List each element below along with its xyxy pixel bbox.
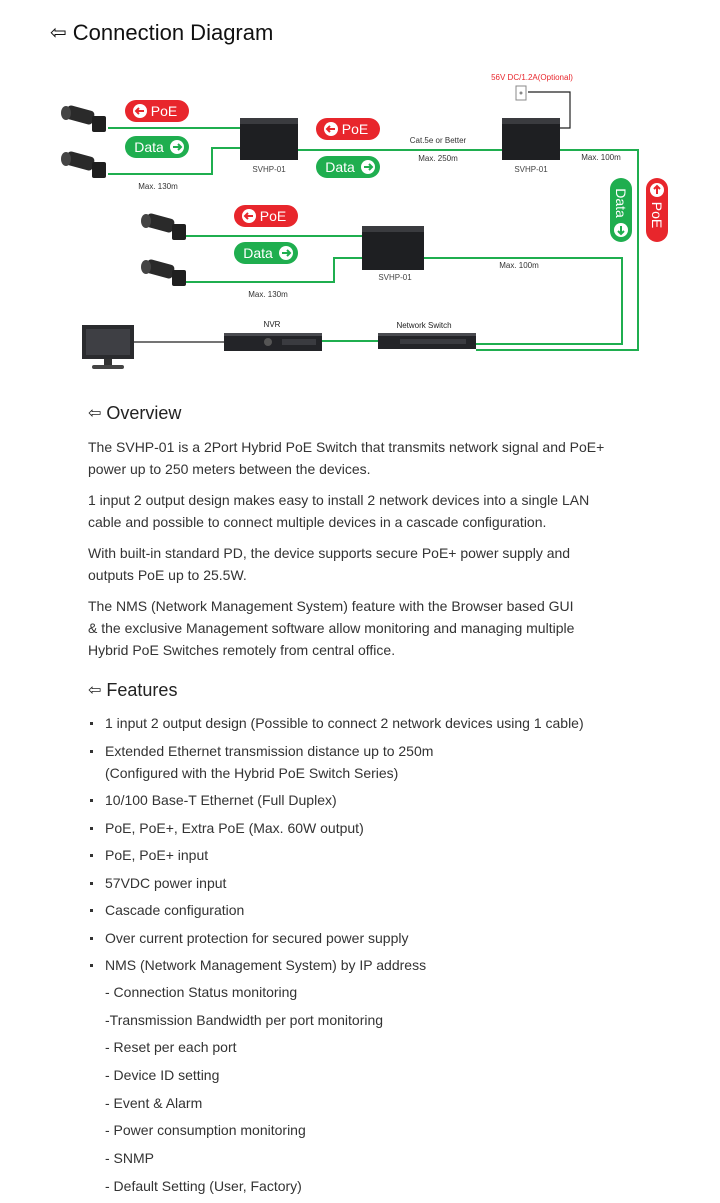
feature-text: PoE, PoE+, Extra PoE (Max. 60W output)	[105, 819, 364, 836]
data-label: Data	[613, 188, 629, 218]
camera-icon	[141, 213, 186, 240]
list-item: PoE, PoE+ input	[88, 844, 668, 866]
distance-label: Max. 100m	[581, 153, 621, 162]
features-title: ⇦ Features	[88, 680, 177, 701]
data-label: Data	[325, 159, 355, 175]
cable-label: Cat.5e or Better	[410, 136, 467, 145]
data-badge: Data	[125, 136, 189, 158]
feature-text: Cascade configuration	[105, 902, 245, 918]
device-label: SVHP-01	[378, 273, 412, 282]
poe-label: PoE	[649, 202, 665, 228]
data-badge: Data	[234, 242, 298, 264]
data-label: Data	[243, 245, 273, 261]
list-item: NMS (Network Management System) by IP ad…	[88, 954, 668, 976]
feature-text: Over current protection for secured powe…	[105, 929, 409, 946]
paragraph-line: power up to 250 meters between the devic…	[88, 461, 371, 477]
sub-list-item: - Connection Status monitoring	[105, 984, 298, 1000]
distance-label: Max. 130m	[248, 290, 288, 299]
data-badge: Data	[316, 156, 380, 178]
nms-sub-list: - Connection Status monitoring -Transmis…	[88, 981, 668, 1203]
power-adapter-icon	[515, 85, 527, 101]
distance-label: Max. 250m	[418, 154, 458, 163]
list-item: Cascade configuration	[88, 899, 668, 921]
poe-badge: PoE	[125, 100, 189, 122]
device-label: SVHP-01	[514, 165, 548, 174]
distance-label: Max. 100m	[499, 261, 539, 270]
overview-paragraph: The NMS (Network Management System) feat…	[88, 595, 658, 661]
cable	[424, 257, 623, 345]
nvr-device	[224, 333, 322, 351]
list-item: 57VDC power input	[88, 872, 668, 894]
nvr-label: NVR	[264, 320, 281, 329]
arrow-left-icon: ⇦	[50, 22, 67, 44]
switch-label: Network Switch	[396, 321, 451, 330]
overview-paragraph: The SVHP-01 is a 2Port Hybrid PoE Switch…	[88, 436, 658, 480]
camera-icon	[61, 151, 106, 178]
arrow-left-icon: ⇦	[88, 681, 102, 699]
list-item: PoE, PoE+, Extra PoE (Max. 60W output)	[88, 817, 668, 839]
paragraph-line: The SVHP-01 is a 2Port Hybrid PoE Switch…	[88, 439, 605, 455]
power-cable	[528, 91, 571, 129]
list-item: 10/100 Base-T Ethernet (Full Duplex)	[88, 789, 668, 811]
poe-badge: PoE	[234, 205, 298, 227]
paragraph-line: With built-in standard PD, the device su…	[88, 545, 571, 561]
network-switch-device	[378, 333, 476, 349]
svhp-device	[362, 226, 424, 270]
svhp-device	[502, 118, 560, 160]
poe-label: PoE	[260, 208, 286, 224]
cables	[108, 91, 639, 351]
overview-paragraph: With built-in standard PD, the device su…	[88, 542, 658, 586]
paragraph-line: outputs PoE up to 25.5W.	[88, 567, 247, 583]
power-label: 56V DC/1.2A(Optional)	[491, 73, 573, 82]
sub-list-item: - Reset per each port	[105, 1039, 237, 1056]
device-label: SVHP-01	[252, 165, 286, 174]
connection-diagram: SVHP-01 SVHP-01 SVHP-01 56V DC/1.2A(Opti…	[61, 73, 668, 369]
feature-text: 57VDC power input	[105, 874, 227, 891]
overview-title: ⇦ Overview	[88, 403, 181, 424]
paragraph-line: 1 input 2 output design makes easy to in…	[88, 492, 590, 508]
poe-badge: PoE	[646, 178, 668, 242]
paragraph-line: cable and possible to connect multiple d…	[88, 514, 547, 530]
feature-text: NMS (Network Management System) by IP ad…	[105, 957, 427, 973]
distance-label: Max. 130m	[138, 182, 178, 191]
camera-icon	[141, 259, 186, 286]
sub-list-item: - Power consumption monitoring	[105, 1122, 306, 1139]
paragraph-line: & the exclusive Management software allo…	[88, 620, 575, 636]
poe-label: PoE	[151, 103, 177, 119]
feature-text: PoE, PoE+ input	[105, 847, 209, 863]
monitor-icon	[82, 325, 134, 369]
page-title-text: Connection Diagram	[72, 20, 274, 45]
list-item: Extended Ethernet transmission distance …	[88, 740, 668, 784]
camera-icon	[61, 105, 106, 132]
sub-list-item: - Device ID setting	[105, 1067, 220, 1084]
cable	[476, 149, 639, 351]
poe-badge: PoE	[316, 118, 380, 140]
data-badge: Data	[610, 178, 632, 242]
cable	[180, 257, 362, 283]
overview-paragraphs: The SVHP-01 is a 2Port Hybrid PoE Switch…	[88, 436, 658, 670]
overview-title-text: Overview	[106, 403, 182, 423]
features-title-text: Features	[106, 680, 178, 700]
cable	[108, 147, 240, 175]
feature-text: 10/100 Base-T Ethernet (Full Duplex)	[105, 792, 337, 808]
sub-list-item: - Default Setting (User, Factory)	[105, 1177, 302, 1194]
paragraph-line: The NMS (Network Management System) feat…	[88, 598, 574, 614]
paragraph-line: Hybrid PoE Switches remotely from centra…	[88, 642, 396, 658]
poe-label: PoE	[342, 121, 368, 137]
data-label: Data	[134, 139, 164, 155]
sub-list-item: - Event & Alarm	[105, 1094, 203, 1111]
arrow-left-icon: ⇦	[88, 404, 102, 422]
svhp-device	[240, 118, 298, 160]
list-item: Over current protection for secured powe…	[88, 927, 668, 949]
features-list: 1 input 2 output design (Possible to con…	[88, 712, 668, 982]
feature-text: (Configured with the Hybrid PoE Switch S…	[105, 764, 399, 781]
feature-text: 1 input 2 output design (Possible to con…	[105, 715, 584, 731]
list-item: 1 input 2 output design (Possible to con…	[88, 712, 668, 734]
page-title: ⇦ Connection Diagram	[50, 20, 273, 46]
overview-paragraph: 1 input 2 output design makes easy to in…	[88, 489, 658, 533]
sub-list-item: - SNMP	[105, 1150, 154, 1167]
sub-list-item: -Transmission Bandwidth per port monitor…	[105, 1011, 384, 1028]
feature-text: Extended Ethernet transmission distance …	[105, 742, 434, 759]
